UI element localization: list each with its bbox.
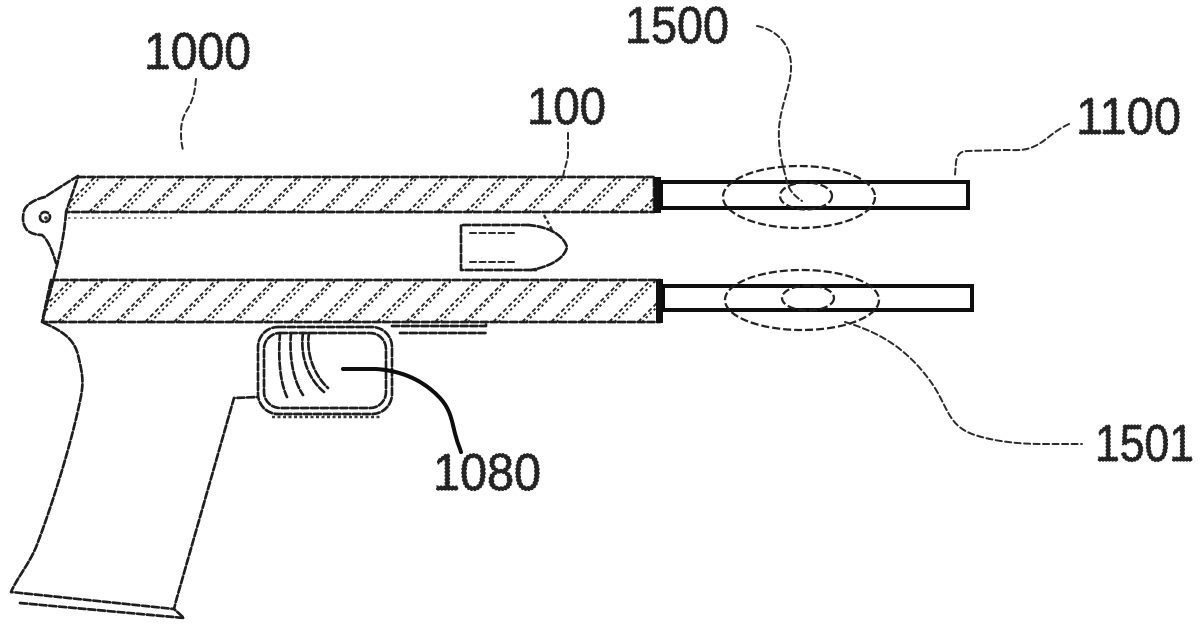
svg-text:1500: 1500 (625, 0, 729, 55)
svg-text:1000: 1000 (144, 23, 251, 81)
svg-text:1080: 1080 (433, 444, 541, 502)
svg-text:100: 100 (527, 78, 606, 136)
svg-text:1100: 1100 (1076, 88, 1181, 146)
svg-text:1501: 1501 (1095, 415, 1194, 473)
